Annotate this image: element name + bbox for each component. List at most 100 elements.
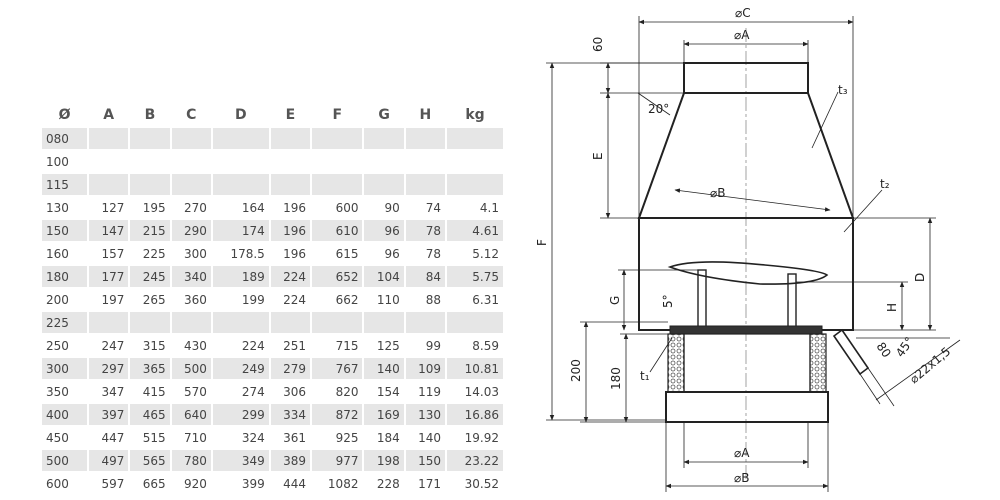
label-dia-b-bottom: ⌀B bbox=[734, 471, 749, 485]
table-cell: 225 bbox=[42, 312, 88, 333]
table-cell bbox=[130, 174, 170, 195]
label-g: G bbox=[608, 296, 622, 305]
table-cell: 100 bbox=[46, 154, 69, 169]
table-cell: 215 bbox=[130, 220, 170, 241]
table-cell: 665 bbox=[142, 476, 166, 491]
column-header: D bbox=[235, 107, 247, 123]
table-cell bbox=[405, 174, 445, 195]
column-header: F bbox=[332, 107, 343, 123]
table-cell bbox=[446, 128, 503, 149]
table-cell: 169 bbox=[364, 404, 404, 425]
pipe-inner bbox=[683, 333, 811, 393]
table-cell bbox=[405, 128, 445, 149]
table-cell: 189 bbox=[212, 266, 269, 287]
table-cell: 84 bbox=[405, 266, 445, 287]
table-cell bbox=[130, 312, 170, 333]
table-cell: 290 bbox=[171, 220, 211, 241]
table-cell bbox=[130, 128, 170, 149]
table-cell bbox=[271, 151, 310, 172]
table-cell: 600 bbox=[335, 200, 359, 215]
pipe-bottom bbox=[665, 391, 829, 423]
table-cell: 389 bbox=[270, 450, 311, 471]
table-cell: 30.52 bbox=[464, 476, 499, 491]
table-cell: 715 bbox=[335, 338, 359, 353]
label-d: D bbox=[913, 273, 927, 282]
table-cell: 500 bbox=[171, 358, 211, 379]
table-cell bbox=[171, 128, 211, 149]
table-cell: 160 bbox=[46, 246, 69, 261]
table-cell: 270 bbox=[183, 200, 207, 215]
table-cell bbox=[130, 151, 169, 172]
table-cell: 195 bbox=[142, 200, 166, 215]
column-header: Ø bbox=[58, 107, 71, 123]
table-cell bbox=[364, 174, 404, 195]
table-row: 080 bbox=[42, 128, 503, 149]
table-cell: 767 bbox=[312, 358, 363, 379]
table-cell: 820 bbox=[335, 384, 359, 399]
dimension-lines bbox=[546, 16, 961, 492]
table-cell bbox=[212, 312, 269, 333]
table-cell: 224 bbox=[283, 292, 307, 307]
table-cell: 297 bbox=[89, 358, 129, 379]
label-dia-c: ⌀C bbox=[735, 6, 751, 20]
table-cell: 299 bbox=[212, 404, 269, 425]
table-cell bbox=[89, 128, 129, 149]
table-cell bbox=[89, 151, 128, 172]
table-cell: 300 bbox=[42, 358, 88, 379]
table-cell: 5.12 bbox=[472, 246, 499, 261]
table-cell bbox=[312, 174, 363, 195]
table-cell bbox=[172, 151, 211, 172]
table-cell: 925 bbox=[335, 430, 359, 445]
table-cell: 920 bbox=[183, 476, 207, 491]
table-cell bbox=[312, 151, 362, 172]
table-cell: 228 bbox=[376, 476, 400, 491]
pipe-insulation-left bbox=[667, 333, 685, 393]
table-cell: 274 bbox=[241, 384, 265, 399]
table-cell: 315 bbox=[142, 338, 166, 353]
table-cell: 177 bbox=[89, 266, 129, 287]
label-20deg: 20° bbox=[648, 102, 669, 116]
column-header: B bbox=[144, 107, 156, 123]
table-cell: 164 bbox=[241, 200, 265, 215]
column-header: A bbox=[103, 107, 115, 123]
table-cell: 110 bbox=[376, 292, 400, 307]
table-cell: 119 bbox=[418, 384, 441, 399]
label-t3: t₃ bbox=[838, 83, 848, 97]
table-cell bbox=[270, 128, 311, 149]
table-cell: 450 bbox=[46, 430, 69, 445]
left-support bbox=[697, 269, 707, 333]
table-cell: 147 bbox=[89, 220, 129, 241]
table-cell: 6.31 bbox=[472, 292, 499, 307]
table-cell: 652 bbox=[312, 266, 363, 287]
label-dia-b-mid: ⌀B bbox=[710, 186, 725, 200]
table-cell: 171 bbox=[418, 476, 441, 491]
table-cell: 300 bbox=[183, 246, 207, 261]
table-cell: 324 bbox=[241, 430, 265, 445]
label-h: H bbox=[885, 303, 899, 312]
table-cell: 224 bbox=[270, 266, 311, 287]
table-cell: 279 bbox=[270, 358, 311, 379]
table-cell: 78 bbox=[425, 246, 441, 261]
table-cell bbox=[270, 174, 311, 195]
label-200: 200 bbox=[569, 359, 583, 382]
table-cell bbox=[406, 151, 445, 172]
table-cell: 265 bbox=[142, 292, 166, 307]
table-cell: 4.61 bbox=[446, 220, 503, 241]
table-cell: 200 bbox=[46, 292, 69, 307]
table-cell bbox=[364, 151, 403, 172]
table-cell: 615 bbox=[335, 246, 359, 261]
table-cell bbox=[405, 312, 445, 333]
table-cell: 10.81 bbox=[446, 358, 503, 379]
table-cell: 78 bbox=[405, 220, 445, 241]
table-cell: 306 bbox=[283, 384, 307, 399]
